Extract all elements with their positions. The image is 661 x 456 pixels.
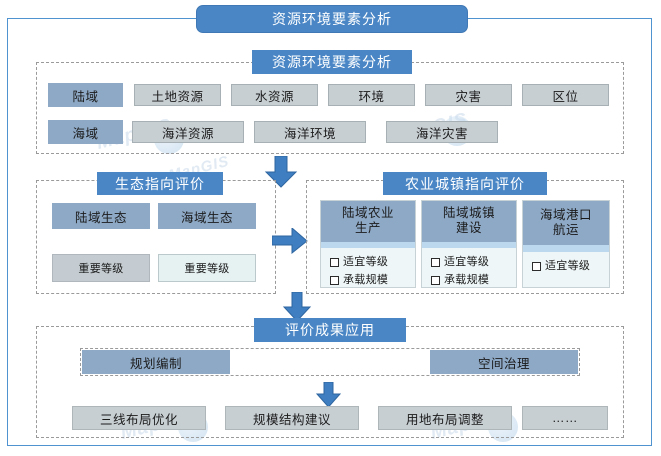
factor-box-location[interactable]: 区位 xyxy=(522,84,609,106)
agri-card-title-line1: 陆域农业 xyxy=(341,206,394,221)
checkbox-icon[interactable] xyxy=(532,261,541,271)
agri-card-sea-port[interactable]: 海域港口航运 适宜等级 xyxy=(522,200,610,288)
checkbox-icon[interactable] xyxy=(431,257,440,267)
application-box-spatial-governance[interactable]: 空间治理 xyxy=(430,350,578,374)
output-box-three-lines[interactable]: 三线布局优化 xyxy=(72,406,206,430)
ecology-level-land[interactable]: 重要等级 xyxy=(52,254,150,282)
agri-card-strip xyxy=(523,245,609,252)
factor-box-marine-disaster[interactable]: 海洋灾害 xyxy=(386,121,498,143)
agri-card-land-agriculture[interactable]: 陆域农业生产 适宜等级 承载规模 xyxy=(320,200,416,288)
checkbox-label: 适宜等级 xyxy=(444,256,490,268)
checkbox-label: 承载规模 xyxy=(444,274,490,286)
checkbox-icon[interactable] xyxy=(330,257,339,267)
arrow-factors-to-agri-down-icon xyxy=(264,156,298,188)
application-top-row-group xyxy=(80,348,580,376)
checkbox-item[interactable]: 重要等级 xyxy=(78,260,123,276)
ecology-col-title-land[interactable]: 陆域生态 xyxy=(52,203,150,229)
agri-card-title-line2: 航运 xyxy=(552,223,579,237)
factor-box-marine-environment[interactable]: 海洋环境 xyxy=(254,121,366,143)
arrow-evaluation-to-application-down-icon xyxy=(282,292,312,322)
page-title: 资源环境要素分析 xyxy=(196,5,468,33)
ecology-col-title-sea[interactable]: 海域生态 xyxy=(158,203,256,229)
checkbox-label: 承载规模 xyxy=(343,274,389,286)
output-box-scale-structure[interactable]: 规模结构建议 xyxy=(225,406,359,430)
agri-card-title: 陆域农业生产 xyxy=(321,201,415,242)
agri-urban-header: 农业城镇指向评价 xyxy=(383,172,547,195)
agri-card-title-line2: 生产 xyxy=(354,221,381,236)
agri-card-title-line2: 建设 xyxy=(455,221,482,236)
factor-box-environment[interactable]: 环境 xyxy=(328,84,415,106)
application-header: 评价成果应用 xyxy=(254,318,406,342)
agri-card-strip xyxy=(321,241,415,248)
agri-card-land-urban[interactable]: 陆域城镇建设 适宜等级 承载规模 xyxy=(421,200,517,288)
agri-card-title-line1: 陆域城镇 xyxy=(442,206,495,221)
checkbox-item[interactable]: 适宜等级 xyxy=(532,257,609,273)
checkbox-item[interactable]: 重要等级 xyxy=(184,260,229,276)
factors-header: 资源环境要素分析 xyxy=(252,50,412,74)
agri-card-title: 海域港口航运 xyxy=(523,201,609,245)
application-box-planning[interactable]: 规划编制 xyxy=(82,350,230,374)
ecology-level-sea[interactable]: 重要等级 xyxy=(158,254,256,282)
checkbox-icon[interactable] xyxy=(431,275,440,285)
agri-card-body: 适宜等级 承载规模 xyxy=(422,248,516,287)
factor-box-disaster[interactable]: 灾害 xyxy=(425,84,512,106)
checkbox-label: 适宜等级 xyxy=(343,256,389,268)
ecology-header: 生态指向评价 xyxy=(97,172,223,195)
agri-card-strip xyxy=(422,241,516,248)
agri-card-title: 陆域城镇建设 xyxy=(422,201,516,242)
output-box-more[interactable]: …… xyxy=(522,406,608,430)
factor-box-landdomain[interactable]: 陆域 xyxy=(48,83,123,107)
checkbox-item[interactable]: 适宜等级 xyxy=(330,253,415,269)
factor-box-marine-resource[interactable]: 海洋资源 xyxy=(132,121,244,143)
factor-box-land-resource[interactable]: 土地资源 xyxy=(134,84,221,106)
arrow-ecology-to-agri-right-icon xyxy=(272,228,308,254)
checkbox-item[interactable]: 承载规模 xyxy=(330,271,415,287)
checkbox-icon[interactable] xyxy=(330,275,339,285)
agri-card-title-line1: 海域港口 xyxy=(539,208,592,222)
checkbox-label: 重要等级 xyxy=(78,263,124,275)
checkbox-item[interactable]: 适宜等级 xyxy=(431,253,516,269)
output-box-land-layout[interactable]: 用地布局调整 xyxy=(378,406,512,430)
agri-card-body: 适宜等级 xyxy=(523,252,609,287)
checkbox-label: 重要等级 xyxy=(184,263,230,275)
checkbox-label: 适宜等级 xyxy=(545,260,591,272)
checkbox-item[interactable]: 承载规模 xyxy=(431,271,516,287)
factor-box-water-resource[interactable]: 水资源 xyxy=(231,84,318,106)
arrow-application-to-outputs-down-icon xyxy=(316,382,342,408)
agri-card-body: 适宜等级 承载规模 xyxy=(321,248,415,287)
factor-box-seadomain[interactable]: 海域 xyxy=(48,120,123,144)
